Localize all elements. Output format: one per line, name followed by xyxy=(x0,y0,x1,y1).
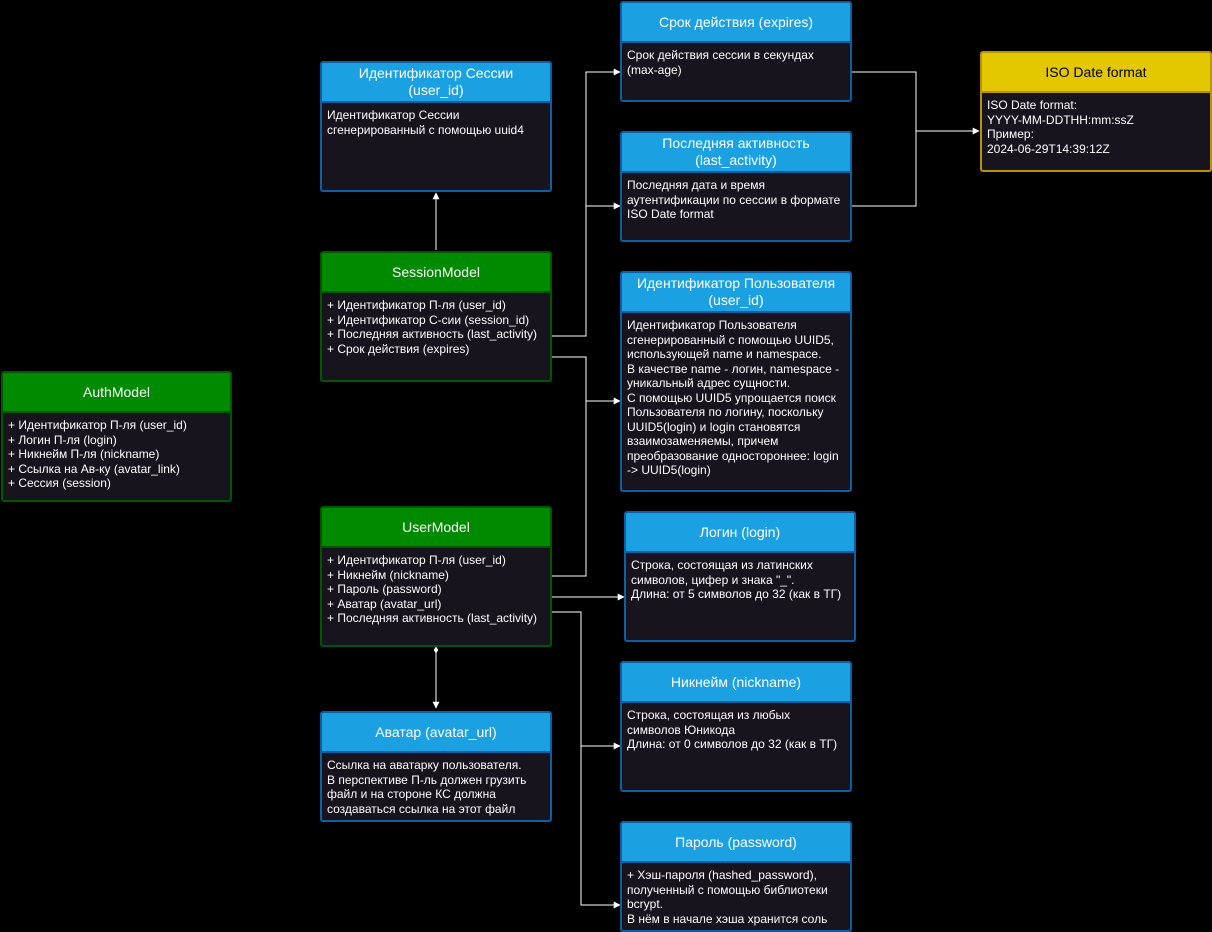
edge-expires-iso xyxy=(851,71,980,135)
field: + Никнейм П-ля (nickname) xyxy=(8,447,160,461)
auth-model-fields: + Идентификатор П-ля (user_id) + Логин П… xyxy=(3,413,230,496)
avatar-node[interactable]: Аватар (avatar_url) Ссылка на аватарку п… xyxy=(320,711,552,822)
title-line: Идентификатор Сессии xyxy=(358,65,514,81)
user-id-title: Идентификатор Пользователя (user_id) xyxy=(622,273,850,313)
session-model-node[interactable]: SessionModel + Идентификатор П-ля (user_… xyxy=(320,251,552,382)
last-activity-title: Последняя активность (last_activity) xyxy=(622,133,850,173)
field: + Последняя активность (last_activity) xyxy=(327,611,538,625)
title-line: (user_id) xyxy=(708,292,764,308)
user-id-node[interactable]: Идентификатор Пользователя (user_id) Иде… xyxy=(620,271,852,492)
last-activity-description: Последняя дата и время аутентификации по… xyxy=(627,178,841,221)
title-line: Идентификатор Пользователя xyxy=(636,275,836,291)
edge-sessionmodel-expires xyxy=(551,68,621,337)
session-id-node[interactable]: Идентификатор Сессии (user_id) Идентифик… xyxy=(320,61,552,192)
session-model-fields: + Идентификатор П-ля (user_id) + Идентиф… xyxy=(322,293,550,361)
session-id-title: Идентификатор Сессии (user_id) xyxy=(322,63,550,103)
field: + Ссылка на Ав-ку (avatar_link) xyxy=(8,461,180,476)
last-activity-node[interactable]: Последняя активность (last_activity) Пос… xyxy=(620,131,852,242)
password-description: + Хэш-пароля (hashed_password), полученн… xyxy=(627,868,828,926)
login-node[interactable]: Логин (login) Строка, состоящая из латин… xyxy=(624,511,856,642)
iso-format-node[interactable]: ISO Date format ISO Date format: YYYY-MM… xyxy=(980,51,1212,172)
iso-format-title: ISO Date format xyxy=(982,53,1210,93)
user-model-title: UserModel xyxy=(322,508,550,548)
user-id-description: Идентификатор Пользователя сгенерированн… xyxy=(627,318,840,477)
field: + Пароль (password) xyxy=(327,582,442,596)
field: + Срок действия (expires) xyxy=(327,341,470,356)
login-description: Строка, состоящая из латинских символов,… xyxy=(631,558,842,601)
nickname-description: Строка, состоящая из любых символов Юник… xyxy=(627,708,838,751)
password-node[interactable]: Пароль (password) + Хэш-пароля (hashed_p… xyxy=(620,821,852,932)
title-line: (last_activity) xyxy=(695,152,777,168)
auth-model-title: AuthModel xyxy=(3,373,230,413)
field: + Идентификатор С-сии (session_id) xyxy=(327,312,530,327)
edge-sessionmodel-userid xyxy=(551,356,621,405)
edge-lastactivity-iso xyxy=(851,131,917,207)
avatar-title: Аватар (avatar_url) xyxy=(322,713,550,753)
expires-description: Срок действия сессии в секундах (max-age… xyxy=(627,48,814,77)
session-model-title: SessionModel xyxy=(322,253,550,293)
field: + Аватар (avatar_url) xyxy=(327,596,442,611)
field: + Идентификатор П-ля (user_id) xyxy=(8,418,187,432)
expires-node[interactable]: Срок действия (expires) Срок действия се… xyxy=(620,1,852,102)
login-title: Логин (login) xyxy=(626,513,854,553)
nickname-node[interactable]: Никнейм (nickname) Строка, состоящая из … xyxy=(620,661,852,792)
password-title: Пароль (password) xyxy=(622,823,850,863)
field: + Никнейм (nickname) xyxy=(327,567,449,582)
session-id-description: Идентификатор Сессии сгенерированный с п… xyxy=(327,108,524,137)
field: + Логин П-ля (login) xyxy=(8,432,117,447)
title-line: (user_id) xyxy=(408,82,464,98)
user-model-fields: + Идентификатор П-ля (user_id) + Никнейм… xyxy=(322,548,550,631)
field: + Идентификатор П-ля (user_id) xyxy=(327,553,506,567)
edge-usermodel-nickname xyxy=(551,611,621,750)
nickname-title: Никнейм (nickname) xyxy=(622,663,850,703)
field: + Идентификатор П-ля (user_id) xyxy=(327,298,506,312)
field: + Сессия (session) xyxy=(8,476,111,490)
title-line: Последняя активность xyxy=(662,135,810,151)
edge-usermodel-userid xyxy=(551,401,587,577)
iso-format-description: ISO Date format: YYYY-MM-DDTHH:mm:ssZ Пр… xyxy=(987,98,1134,156)
expires-title: Срок действия (expires) xyxy=(622,3,850,43)
field: + Последняя активность (last_activity) xyxy=(327,327,538,341)
avatar-description: Ссылка на аватарку пользователя. В персп… xyxy=(327,758,527,816)
user-model-node[interactable]: UserModel + Идентификатор П-ля (user_id)… xyxy=(320,506,552,647)
auth-model-node[interactable]: AuthModel + Идентификатор П-ля (user_id)… xyxy=(1,371,232,502)
edge-usermodel-password xyxy=(580,746,621,909)
